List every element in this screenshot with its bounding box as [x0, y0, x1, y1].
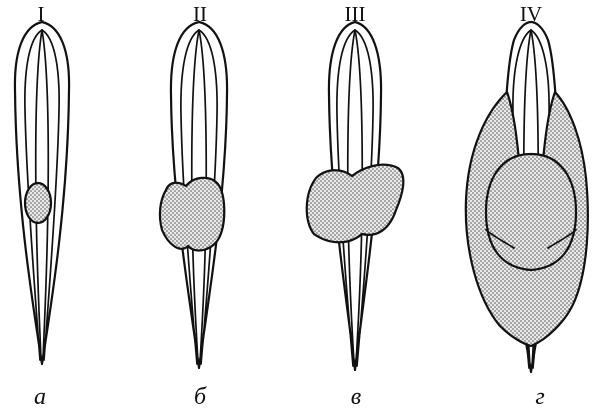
tumor-stage-2: [160, 178, 224, 251]
stage-2-drawing: [160, 22, 227, 368]
tumor-stage-4-inner: [486, 154, 576, 270]
tumor-stage-3: [307, 165, 404, 243]
stage-4-drawing: [466, 22, 588, 372]
stage-1-drawing: [15, 22, 69, 364]
tumor-stage-1: [25, 183, 51, 223]
stage-3-drawing: [307, 22, 404, 370]
